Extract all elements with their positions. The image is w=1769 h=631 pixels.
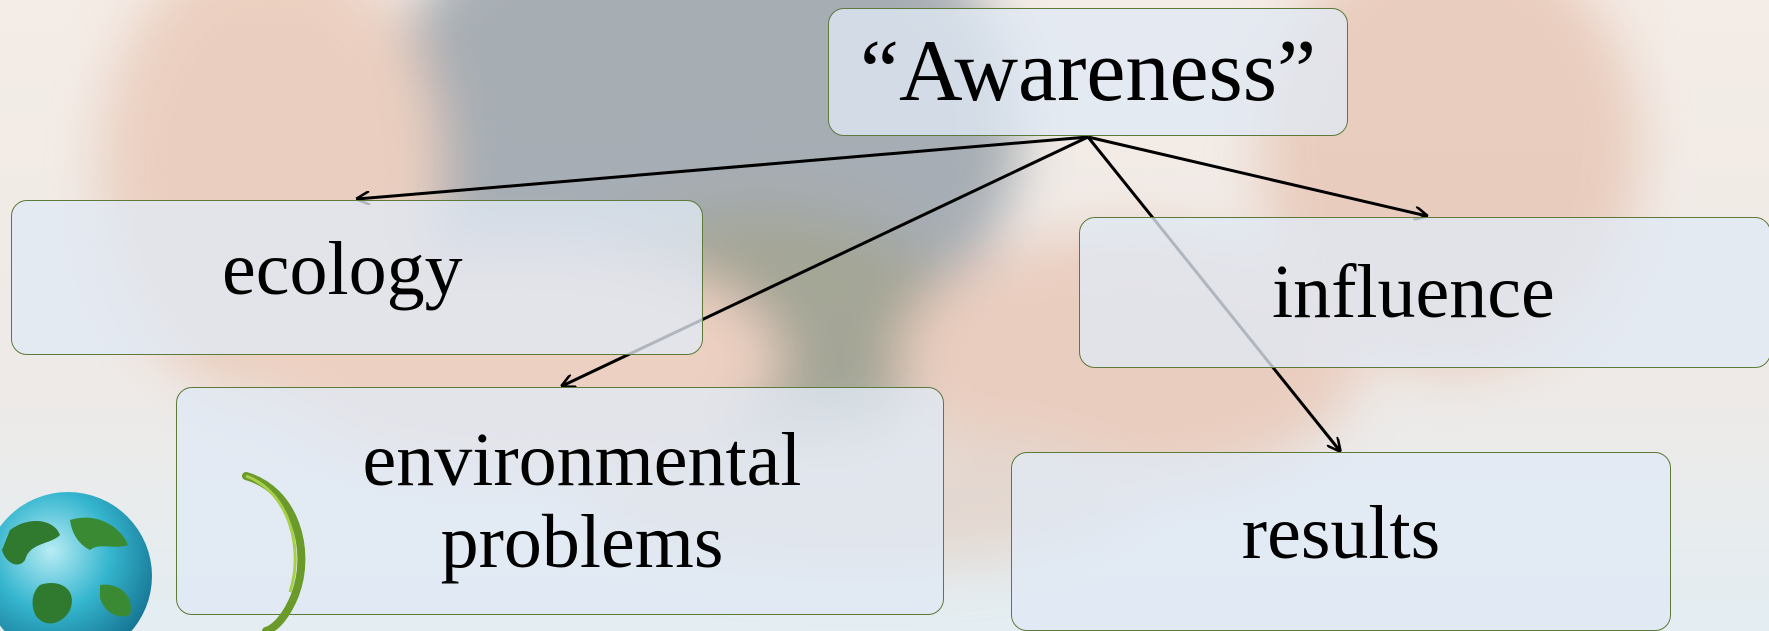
- node-awareness: “Awareness”: [828, 8, 1348, 136]
- node-results: results: [1011, 452, 1671, 631]
- node-environmental-problems: environmental problems: [176, 387, 944, 615]
- node-environmental-label-line1: environmental: [362, 417, 802, 502]
- node-environmental-label-line2: problems: [440, 500, 724, 584]
- node-influence-label: influence: [1272, 250, 1555, 335]
- node-influence: influence: [1079, 217, 1769, 368]
- node-ecology-label: ecology: [222, 227, 463, 312]
- node-ecology: ecology: [11, 200, 703, 355]
- globe-icon: [0, 492, 152, 631]
- node-awareness-label: “Awareness”: [859, 23, 1317, 121]
- swoosh-icon: [242, 472, 306, 631]
- node-results-label: results: [1241, 491, 1441, 576]
